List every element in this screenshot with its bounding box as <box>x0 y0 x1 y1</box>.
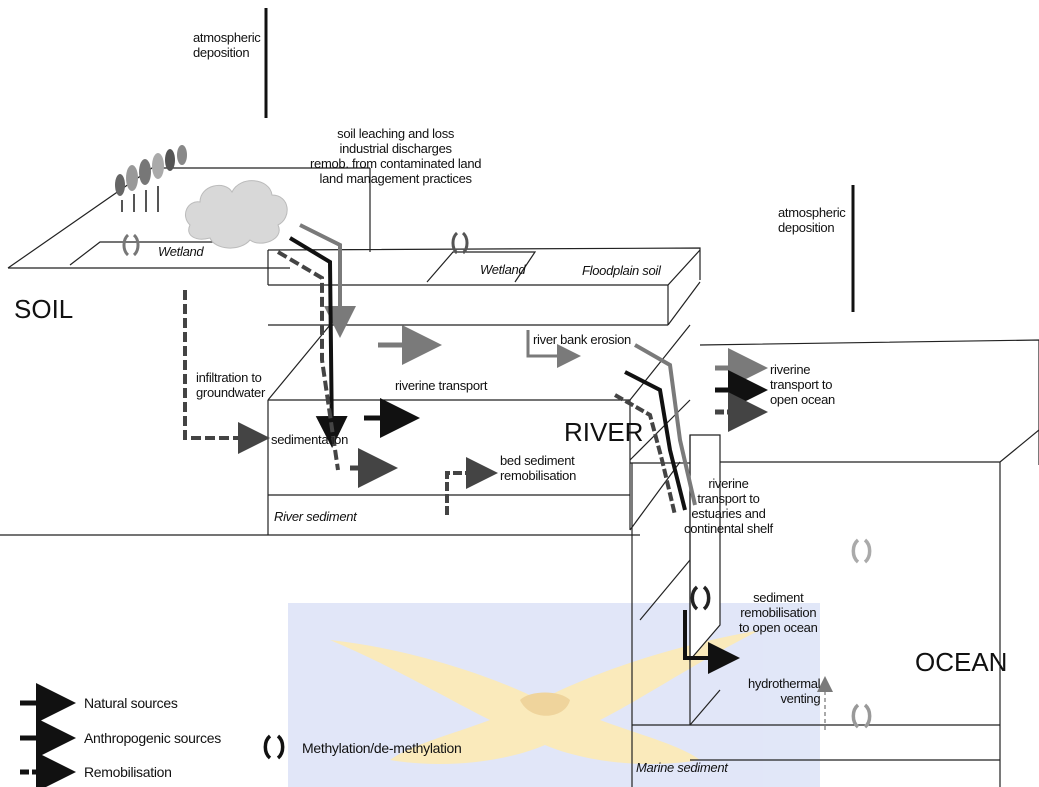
sediment-remob-flow <box>683 610 740 674</box>
methylation-icon-wetland-right <box>451 231 469 255</box>
trees-icon <box>115 145 187 212</box>
estuary-flows <box>614 343 697 516</box>
atm-deposition-label-left: atmospheric deposition <box>193 30 261 60</box>
atm-deposition-label-right: atmospheric deposition <box>778 205 846 235</box>
river-sediment-label: River sediment <box>274 509 357 524</box>
wetland-label-right: Wetland <box>480 262 526 277</box>
infiltration-label: infiltration to groundwater <box>196 370 265 400</box>
floodplain-block <box>267 247 701 326</box>
riverine-transport-label: riverine transport <box>395 378 488 393</box>
bed-sediment-remob-flow <box>445 457 498 515</box>
cloud-icon <box>185 180 288 249</box>
marine-sediment-label: Marine sediment <box>636 760 728 775</box>
watermark <box>288 603 820 787</box>
floodplain-soil-label: Floodplain soil <box>582 263 661 278</box>
river-bank-erosion-flow <box>526 330 581 368</box>
legend-anthropogenic-label: Anthropogenic sources <box>84 730 221 746</box>
wetland-label-left: Wetland <box>158 244 204 259</box>
soil-title: SOIL <box>14 294 74 324</box>
infiltration-flow <box>183 290 270 454</box>
methylation-icon-marine-sediment <box>851 703 872 729</box>
soil-source-flows <box>276 223 356 471</box>
legend-remobilisation-label: Remobilisation <box>84 764 172 780</box>
methylation-icon-ocean <box>851 538 872 564</box>
methylation-icon-wetland-left <box>122 233 140 257</box>
bed-sediment-label: bed sediment remobilisation <box>500 453 577 483</box>
river-title: RIVER <box>564 417 644 447</box>
river-bank-erosion-label: river bank erosion <box>533 332 631 347</box>
legend-natural-label: Natural sources <box>84 695 178 711</box>
soil-block <box>0 167 640 536</box>
ocean-title: OCEAN <box>915 647 1008 677</box>
methylation-icon-legend <box>263 734 285 760</box>
soil-sources-label: soil leaching and loss industrial discha… <box>310 126 482 186</box>
methylation-icon-estuary <box>690 585 711 611</box>
hydrothermal-label: hydrothermal venting <box>748 676 821 706</box>
ocean-block <box>630 339 1039 787</box>
sediment-remob-label: sediment remobilisation to open ocean <box>739 590 818 635</box>
riverine-estuaries-label: riverine transport to estuaries and cont… <box>684 476 773 536</box>
riverine-open-ocean-label: riverine transport to open ocean <box>770 362 835 407</box>
legend-methylation-label: Methylation/de-methylation <box>302 740 462 756</box>
sedimentation-label: sedimentation <box>271 432 349 447</box>
